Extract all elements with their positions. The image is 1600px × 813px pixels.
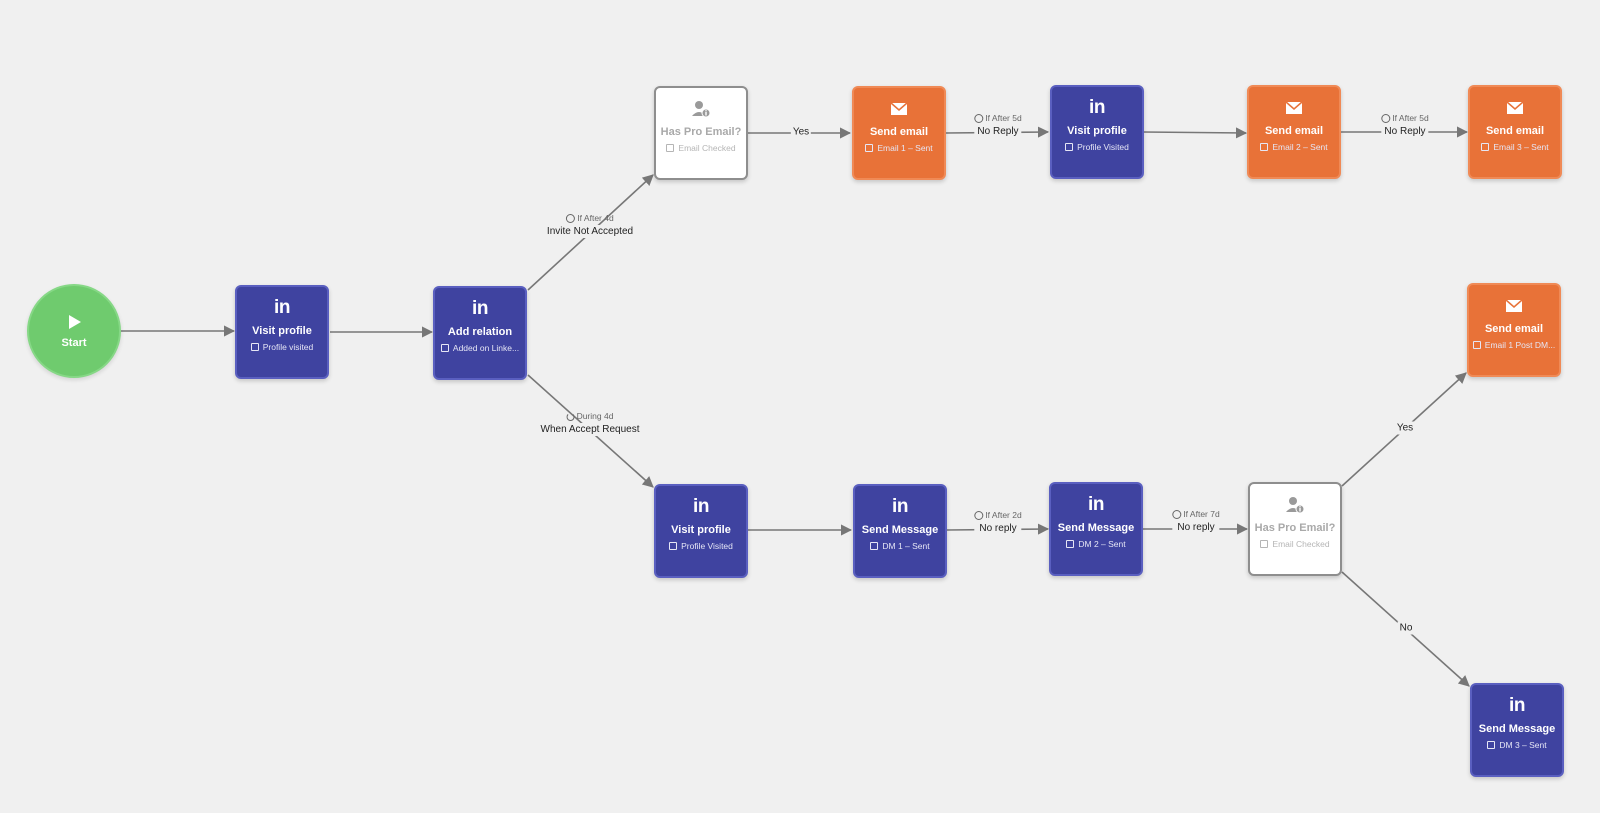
start-node[interactable]: Start — [27, 284, 121, 378]
status-icon — [865, 144, 874, 152]
clock-icon — [1172, 510, 1182, 519]
node-status: Profile Visited — [1065, 142, 1129, 152]
status-icon — [1481, 143, 1490, 151]
clock-icon — [1381, 114, 1391, 123]
status-icon — [1472, 341, 1481, 349]
linkedin-icon: in — [1088, 494, 1104, 515]
node-status: Email 3 – Sent — [1481, 142, 1549, 152]
node-visit-profile[interactable]: in Visit profile Profile visited — [235, 285, 329, 379]
user-info-icon — [1286, 497, 1305, 514]
status-icon — [1260, 143, 1269, 151]
user-info-icon — [692, 101, 711, 118]
node-send-email-post-dm[interactable]: Send email Email 1 Post DM... — [1467, 283, 1561, 377]
node-title: Send Message — [861, 524, 939, 536]
linkedin-icon: in — [274, 297, 290, 318]
envelope-icon — [890, 102, 908, 115]
node-title: Add relation — [447, 326, 513, 338]
node-visit-profile-top[interactable]: in Visit profile Profile Visited — [1050, 85, 1144, 179]
status-icon — [250, 343, 259, 351]
clock-icon — [566, 214, 576, 223]
edge-label-no-bottom: No — [1397, 621, 1415, 635]
node-status: DM 2 – Sent — [1066, 539, 1126, 549]
node-send-message-2[interactable]: in Send Message DM 2 – Sent — [1049, 482, 1143, 576]
edge-label-when-accept: During 4d When Accept Request — [538, 411, 642, 436]
start-label: Start — [61, 337, 87, 349]
status-icon — [666, 144, 675, 152]
node-status: Email 1 – Sent — [865, 143, 933, 153]
node-send-message-3[interactable]: in Send Message DM 3 – Sent — [1470, 683, 1564, 777]
edge-label-invite-not-accepted: If After 4d Invite Not Accepted — [544, 213, 636, 238]
linkedin-icon: in — [1089, 97, 1105, 118]
node-title: Has Pro Email? — [660, 126, 742, 138]
node-status: Profile Visited — [669, 541, 733, 551]
linkedin-icon: in — [693, 496, 709, 517]
edge-label-no-reply-2d: If After 2d No reply — [974, 509, 1022, 535]
node-title: Send email — [1484, 323, 1544, 335]
linkedin-icon: in — [472, 298, 488, 319]
status-icon — [870, 542, 879, 550]
clock-icon — [974, 511, 984, 520]
node-status: Added on Linke... — [440, 343, 519, 353]
status-icon — [1260, 540, 1269, 548]
status-icon — [1065, 143, 1074, 151]
node-title: Send email — [869, 126, 929, 138]
status-icon — [1487, 741, 1496, 749]
status-icon — [440, 344, 449, 352]
node-status: Email Checked — [1260, 539, 1330, 549]
node-status: DM 1 – Sent — [870, 541, 930, 551]
edge-label-no-reply-7d: If After 7d No reply — [1172, 508, 1220, 534]
node-title: Send Message — [1478, 723, 1556, 735]
node-title: Send email — [1485, 125, 1545, 137]
node-title: Send Message — [1057, 522, 1135, 534]
node-title: Visit profile — [671, 524, 731, 536]
edge-label-no-reply-5d-b: If After 5d No Reply — [1381, 112, 1429, 138]
node-has-pro-email-top[interactable]: Has Pro Email? Email Checked — [654, 86, 748, 180]
edge-label-no-reply-5d-a: If After 5d No Reply — [974, 112, 1022, 138]
envelope-icon — [1285, 101, 1303, 114]
status-icon — [1066, 540, 1075, 548]
node-title: Send email — [1264, 125, 1324, 137]
node-visit-profile-bottom[interactable]: in Visit profile Profile Visited — [654, 484, 748, 578]
status-icon — [669, 542, 678, 550]
node-send-email-3[interactable]: Send email Email 3 – Sent — [1468, 85, 1562, 179]
edge-label-yes-bottom: Yes — [1394, 421, 1416, 435]
node-status: Profile visited — [250, 342, 313, 352]
node-send-message-1[interactable]: in Send Message DM 1 – Sent — [853, 484, 947, 578]
node-send-email-2[interactable]: Send email Email 2 – Sent — [1247, 85, 1341, 179]
envelope-icon — [1506, 101, 1524, 114]
node-status: Email Checked — [666, 143, 736, 153]
node-status: DM 3 – Sent — [1487, 740, 1547, 750]
envelope-icon — [1505, 299, 1523, 312]
loop-icon — [566, 412, 575, 421]
linkedin-icon: in — [1509, 695, 1525, 716]
node-status: Email 2 – Sent — [1260, 142, 1328, 152]
clock-icon — [974, 114, 984, 123]
node-has-pro-email-bottom[interactable]: Has Pro Email? Email Checked — [1248, 482, 1342, 576]
node-add-relation[interactable]: in Add relation Added on Linke... — [433, 286, 527, 380]
node-title: Has Pro Email? — [1254, 522, 1336, 534]
edge-visit-top-email2 — [1142, 127, 1248, 139]
node-status: Email 1 Post DM... — [1472, 340, 1555, 350]
edge-label-yes-top: Yes — [790, 125, 812, 139]
linkedin-icon: in — [892, 496, 908, 517]
node-send-email-1[interactable]: Send email Email 1 – Sent — [852, 86, 946, 180]
play-icon — [69, 315, 81, 329]
node-title: Visit profile — [252, 325, 312, 337]
node-title: Visit profile — [1067, 125, 1127, 137]
